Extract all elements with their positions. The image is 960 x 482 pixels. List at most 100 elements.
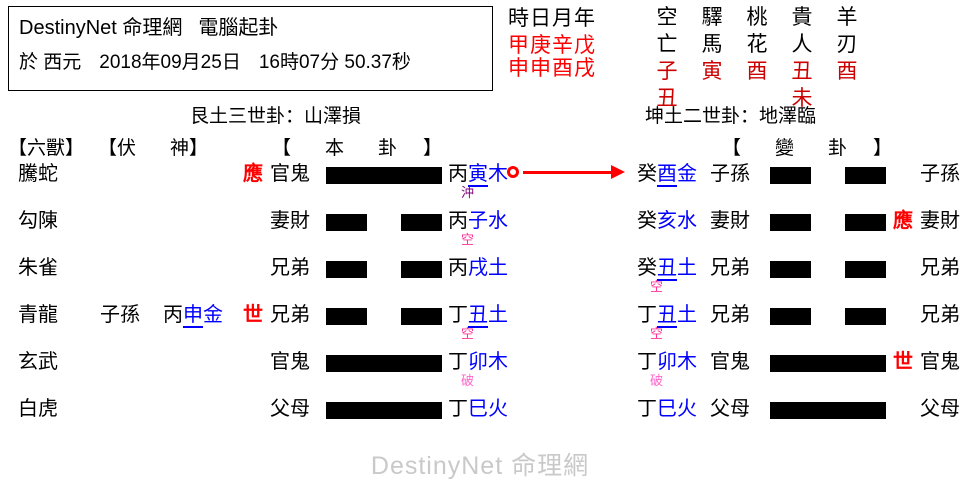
six-relation-main: 兄弟 [270, 257, 310, 279]
ganzhi-block: 時日月年 甲庚辛戊 申申酉戌 [508, 4, 638, 80]
earthly-branch-main: 丑 [468, 304, 488, 328]
heavenly-stem-main: 丙 [448, 257, 468, 279]
shensha-column-yangren: 羊 刃 酉 [835, 4, 859, 112]
line-marker-main: 空 [461, 232, 475, 247]
shensha-block: 空 亡 子 丑 驛 馬 寅 桃 花 酉 貴 人 丑 未 羊 刃 酉 [655, 4, 859, 112]
yang-line-bar [326, 167, 442, 184]
shensha-value-top: 子 [656, 60, 678, 83]
ganzhi-stems: 甲庚辛戊 [508, 34, 596, 57]
main-hexagram-line [326, 207, 442, 235]
earthly-branch-changed: 丑 [657, 304, 677, 328]
yin-line-bar-right [845, 261, 886, 278]
hexagram-row: 勾陳妻財丙子水空癸亥水妻財應妻財 [0, 207, 960, 254]
line-marker-changed: 空 [650, 326, 664, 341]
shensha-name-top: 貴 [791, 6, 813, 29]
shensha-name-top: 桃 [746, 6, 768, 29]
changed-line-glyph-wrap [770, 160, 886, 188]
six-relation-changed: 官鬼 [710, 351, 750, 373]
arrow-head [611, 165, 625, 179]
changed-stem-branch-element: 丁巳火 [637, 395, 725, 423]
column-header-changed-hexagram: 【變卦】 [722, 133, 892, 160]
six-beast-label: 白虎 [18, 398, 58, 420]
hexagram-row: 玄武官鬼丁卯木破丁卯木破官鬼世官鬼 [0, 348, 960, 395]
bracket-close: 】 [873, 138, 893, 159]
five-element-changed: 土 [677, 257, 697, 279]
main-line-glyph-wrap [326, 348, 442, 376]
five-element-changed: 水 [677, 210, 697, 232]
changed-line-glyph-wrap [770, 207, 886, 235]
position-marker-changed: 應 [893, 210, 913, 232]
position-marker-main: 世 [243, 304, 263, 326]
earthly-branch-main: 子 [468, 210, 488, 232]
heavenly-stem-main: 丁 [448, 304, 468, 326]
shensha-name-top: 羊 [836, 6, 858, 29]
six-relation-main: 官鬼 [270, 351, 310, 373]
column-header-hidden-spirit: 【伏神】 [98, 133, 208, 160]
five-element-changed: 木 [677, 351, 697, 373]
earthly-branch-main: 寅 [468, 163, 488, 187]
bracket-close: 】 [423, 138, 443, 159]
main-stem-branch-element: 丙寅木沖 [448, 160, 536, 199]
earthly-branch-main: 卯 [468, 351, 488, 373]
hexagram-row: 騰蛇應官鬼丙寅木沖癸酉金子孫子孫 [0, 160, 960, 207]
earthly-branch-changed: 巳 [657, 398, 677, 420]
bracket-open: 【 [722, 138, 742, 159]
hexagram-rows: 騰蛇應官鬼丙寅木沖癸酉金子孫子孫勾陳妻財丙子水空癸亥水妻財應妻財朱雀兄弟丙戌土癸… [0, 160, 960, 442]
five-element-main: 水 [488, 210, 508, 232]
yang-line-bar [326, 355, 442, 372]
heavenly-stem-main: 丙 [448, 210, 468, 232]
hidden-spirit-stem-branch: 丙申金 [163, 301, 258, 329]
changed-stem-branch-element: 癸酉金 [637, 160, 725, 188]
five-element-main: 土 [488, 257, 508, 279]
changed-hexagram-line [770, 160, 886, 188]
main-hexagram-line [326, 160, 442, 188]
line-marker-main: 空 [461, 326, 475, 341]
yin-line-bar-left [770, 308, 811, 325]
main-stem-branch-element: 丙子水空 [448, 207, 536, 246]
heavenly-stem-changed: 丁 [637, 398, 657, 420]
main-stem-branch-element: 丁卯木破 [448, 348, 536, 387]
changing-line-circle-icon [507, 166, 519, 178]
heavenly-stem-changed: 癸 [637, 210, 657, 232]
five-element-fu: 金 [203, 304, 223, 326]
shensha-column-kongwang: 空 亡 子 丑 [655, 4, 679, 112]
yin-line-bar-left [326, 214, 367, 231]
report-title: DestinyNet 命理網電腦起卦 [19, 11, 482, 45]
changed-stem-branch-element: 丁卯木破 [637, 348, 725, 387]
six-relation-far-right: 兄弟 [920, 304, 960, 326]
six-relation-main: 官鬼 [270, 163, 310, 185]
six-relation-main: 兄弟 [270, 304, 310, 326]
six-beast-label: 玄武 [18, 351, 58, 373]
six-beast-label: 勾陳 [18, 210, 58, 232]
six-relation-changed: 妻財 [710, 210, 750, 232]
five-element-changed: 土 [677, 304, 697, 326]
six-relation-far-right: 妻財 [920, 210, 960, 232]
five-element-main: 火 [488, 398, 508, 420]
column-header-main-hexagram: 【本卦】 [272, 133, 442, 160]
changed-stem-branch-element: 丁丑土空 [637, 301, 725, 340]
six-relation-main: 妻財 [270, 210, 310, 232]
heavenly-stem-changed: 丁 [637, 304, 657, 326]
main-hexagram-line [326, 348, 442, 376]
changed-hexagram-line [770, 207, 886, 235]
earthly-branch-changed: 卯 [657, 351, 677, 373]
heavenly-stem-main: 丁 [448, 398, 468, 420]
line-marker-main: 破 [461, 373, 475, 388]
hidden-spirit-relation: 子孫 [100, 304, 140, 326]
changed-line-glyph-wrap [770, 395, 886, 423]
label-ben: 本 [325, 138, 345, 159]
shensha-value-top: 酉 [746, 60, 768, 83]
cast-date: 2018年09月25日 [99, 52, 241, 73]
yang-line-bar [770, 402, 886, 419]
bracket-open: 【 [272, 138, 292, 159]
casting-mode: 電腦起卦 [198, 17, 279, 39]
main-line-glyph-wrap [326, 301, 442, 329]
changed-line-glyph-wrap [770, 348, 886, 376]
shensha-column-guiren: 貴 人 丑 未 [790, 4, 814, 112]
shensha-name-bottom: 人 [791, 33, 813, 56]
six-relation-far-right: 父母 [920, 398, 960, 420]
cast-time: 16時07分 50.37秒 [258, 52, 411, 73]
shensha-column-yima: 驛 馬 寅 [700, 4, 724, 112]
line-marker-changed: 破 [650, 373, 664, 388]
